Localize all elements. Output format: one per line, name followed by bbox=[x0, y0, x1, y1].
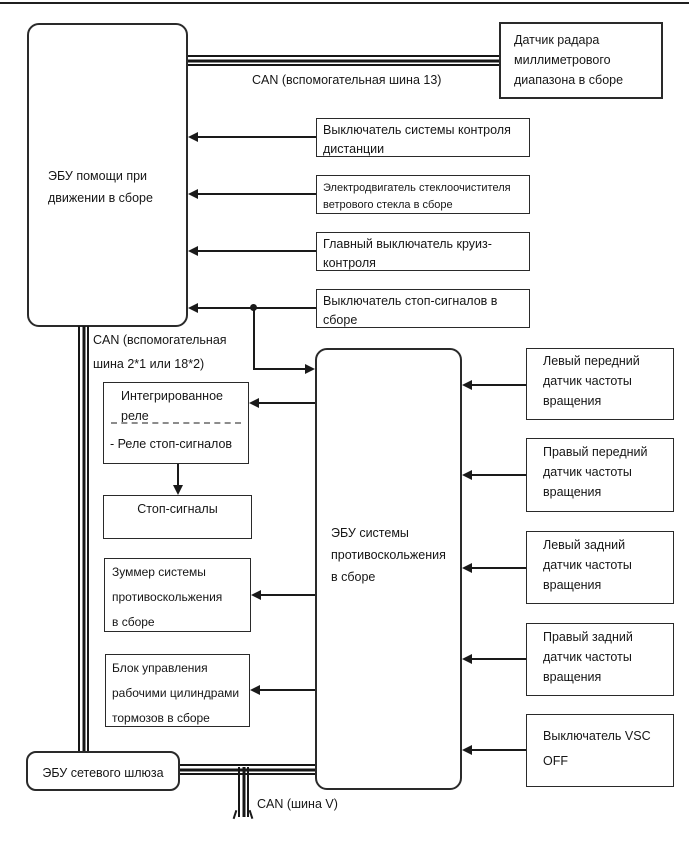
stop-lights-box: Стоп-сигналы bbox=[103, 495, 252, 539]
wire bbox=[253, 308, 255, 369]
bus-end-flare bbox=[248, 809, 253, 820]
front-left-speed-sensor-box: Левый передний датчик частоты вращения bbox=[526, 348, 674, 420]
stop-lamp-switch-label: Выключатель стоп-сигналов в сборе bbox=[323, 294, 498, 327]
junction-dot bbox=[250, 304, 257, 311]
relay-dashed-divider bbox=[111, 422, 241, 424]
wiper-motor-label: Электродвигатель стеклоочистителя ветров… bbox=[323, 182, 511, 211]
arrowhead-left bbox=[188, 246, 198, 256]
wire bbox=[471, 567, 526, 569]
skid-control-ecu-label: ЭБУ системы противоскольжения в сборе bbox=[331, 526, 446, 584]
gateway-ecu-box: ЭБУ сетевого шлюза bbox=[26, 751, 180, 791]
brake-cylinder-control-label: Блок управления рабочими цилиндрами торм… bbox=[112, 661, 240, 725]
arrowhead-left bbox=[462, 745, 472, 755]
page-divider bbox=[0, 2, 689, 4]
wire bbox=[197, 250, 316, 252]
can-bus-2-18-line bbox=[78, 326, 89, 751]
wiper-motor-box: Электродвигатель стеклоочистителя ветров… bbox=[316, 175, 530, 214]
integrated-relay-box: Интегрированное реле - Реле стоп-сигнало… bbox=[103, 382, 249, 464]
wire bbox=[177, 464, 179, 487]
arrowhead-left bbox=[250, 685, 260, 695]
wire bbox=[260, 594, 315, 596]
stop-lights-label: Стоп-сигналы bbox=[137, 502, 218, 516]
can-bus-v-stub-line bbox=[238, 767, 249, 817]
rear-right-speed-sensor-label: Правый задний датчик частоты вращения bbox=[543, 630, 633, 684]
driving-assist-ecu-box: ЭБУ помощи при движении в сборе bbox=[27, 23, 188, 327]
wire bbox=[258, 402, 315, 404]
distance-control-switch-box: Выключатель системы контроля дистанции bbox=[316, 118, 530, 157]
can-bus-13-label: CAN (вспомогательная шина 13) bbox=[252, 73, 442, 87]
integrated-relay-title: Интегрированное реле bbox=[121, 389, 223, 423]
arrowhead-left bbox=[251, 590, 261, 600]
arrowhead-down bbox=[173, 485, 183, 495]
wire bbox=[471, 749, 526, 751]
wire bbox=[259, 689, 315, 691]
wire bbox=[471, 474, 526, 476]
arrowhead-left bbox=[249, 398, 259, 408]
front-right-speed-sensor-label: Правый передний датчик частоты вращения bbox=[543, 445, 648, 499]
radar-sensor-box: Датчик радара миллиметрового диапазона в… bbox=[499, 22, 663, 99]
wire bbox=[253, 368, 306, 370]
gateway-ecu-label: ЭБУ сетевого шлюза bbox=[42, 766, 164, 780]
skid-buzzer-label: Зуммер системы противоскольжения в сборе bbox=[112, 565, 223, 629]
bus-end-flare bbox=[232, 809, 237, 820]
cruise-main-switch-label: Главный выключатель круиз- контроля bbox=[323, 237, 492, 270]
arrowhead-left bbox=[462, 470, 472, 480]
stop-lamp-relay-item: - Реле стоп-сигналов bbox=[110, 437, 233, 451]
cruise-main-switch-box: Главный выключатель круиз- контроля bbox=[316, 232, 530, 271]
arrowhead-left bbox=[188, 132, 198, 142]
arrowhead-right bbox=[305, 364, 315, 374]
vsc-off-switch-label: Выключатель VSC OFF bbox=[543, 729, 651, 768]
distance-control-switch-label: Выключатель системы контроля дистанции bbox=[323, 123, 511, 156]
wire bbox=[471, 384, 526, 386]
can-bus-2-18-label: CAN (вспомогательная шина 2*1 или 18*2) bbox=[93, 333, 227, 371]
can-bus-v-label: CAN (шина V) bbox=[257, 797, 338, 811]
arrowhead-left bbox=[188, 303, 198, 313]
can-bus-13-line bbox=[188, 55, 499, 66]
rear-right-speed-sensor-box: Правый задний датчик частоты вращения bbox=[526, 623, 674, 696]
arrowhead-left bbox=[462, 654, 472, 664]
driving-assist-ecu-label: ЭБУ помощи при движении в сборе bbox=[48, 169, 153, 205]
skid-control-ecu-box: ЭБУ системы противоскольжения в сборе bbox=[315, 348, 462, 790]
radar-sensor-label: Датчик радара миллиметрового диапазона в… bbox=[514, 33, 624, 87]
arrowhead-left bbox=[462, 380, 472, 390]
wire bbox=[471, 658, 526, 660]
arrowhead-left bbox=[188, 189, 198, 199]
front-left-speed-sensor-label: Левый передний датчик частоты вращения bbox=[543, 354, 640, 408]
rear-left-speed-sensor-label: Левый задний датчик частоты вращения bbox=[543, 538, 632, 592]
brake-cylinder-control-box: Блок управления рабочими цилиндрами торм… bbox=[105, 654, 250, 727]
rear-left-speed-sensor-box: Левый задний датчик частоты вращения bbox=[526, 531, 674, 604]
front-right-speed-sensor-box: Правый передний датчик частоты вращения bbox=[526, 438, 674, 512]
arrowhead-left bbox=[462, 563, 472, 573]
wire bbox=[197, 193, 316, 195]
stop-lamp-switch-box: Выключатель стоп-сигналов в сборе bbox=[316, 289, 530, 328]
wire bbox=[197, 136, 316, 138]
skid-buzzer-box: Зуммер системы противоскольжения в сборе bbox=[104, 558, 251, 632]
vsc-off-switch-box: Выключатель VSC OFF bbox=[526, 714, 674, 787]
